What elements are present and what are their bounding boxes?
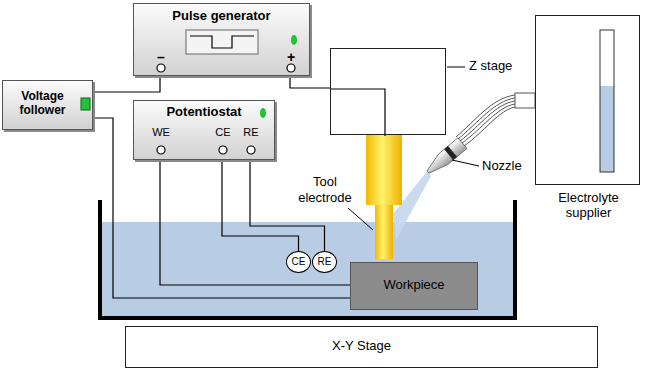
indicator-led: [260, 108, 266, 118]
potentiostat: PotentiostatWE CERE: [133, 100, 275, 160]
tool-electrode-tip: [375, 205, 393, 259]
illustration-part: [456, 95, 515, 137]
pin-label: RE: [238, 126, 264, 139]
node-label: Workpiece: [351, 278, 477, 293]
node-decoration: [331, 49, 445, 134]
wire: [93, 76, 160, 92]
level-gauge: [600, 30, 614, 172]
part-label: Nozzle: [482, 158, 534, 174]
electrolyte-bath: [102, 222, 513, 316]
node-label: Pulse generator: [134, 9, 309, 24]
illustration-part: [464, 107, 515, 146]
pin-label: WE: [148, 126, 174, 139]
terminal: [287, 64, 295, 72]
wire: [222, 160, 299, 251]
leader-line: [447, 67, 465, 68]
voltage-follower: Voltage follower: [2, 80, 93, 130]
indicator-led: [291, 35, 297, 45]
terminal: [247, 146, 255, 154]
hose-port: [515, 93, 535, 108]
node-decoration: [536, 16, 639, 184]
electrolyte-supplier: Electrolyte supplier: [535, 15, 640, 185]
pin-label: +: [284, 49, 298, 65]
reference-electrode: RE: [312, 251, 337, 273]
wire: [290, 76, 330, 88]
node-label: CE: [287, 256, 310, 268]
node-label: Potentiostat: [134, 105, 274, 120]
tank-wall: [100, 200, 515, 318]
tool-electrode-holder: [366, 135, 402, 205]
leader-line: [452, 160, 479, 166]
node-label: X-Y Stage: [126, 339, 597, 354]
pin-label: CE: [210, 126, 236, 139]
terminal: [157, 146, 165, 154]
node-label: Electrolyte supplier: [536, 191, 641, 221]
electrode-wire: [331, 89, 385, 136]
counter-electrode: CE: [286, 251, 311, 273]
wire: [250, 160, 325, 251]
part-label: Tool electrode: [290, 174, 360, 205]
node-label: Z stage: [469, 59, 529, 74]
illustration-part: [424, 138, 467, 178]
illustration-part: [458, 98, 515, 139]
terminal: [219, 146, 227, 154]
pulse-generator: Pulse generator – +: [133, 3, 310, 76]
electrolyte-hose: [456, 95, 515, 146]
z-stage: Z stage: [330, 48, 446, 135]
node-label: Voltage follower: [6, 90, 79, 118]
xy-stage: X-Y Stage: [125, 326, 598, 368]
pulse-waveform: [190, 36, 254, 48]
pin-label: –: [154, 49, 168, 65]
illustration-part: [444, 146, 457, 160]
workpiece: Workpiece: [350, 262, 478, 310]
display-panel: [186, 30, 258, 54]
nozzle-body: [424, 138, 467, 178]
node-label: RE: [313, 256, 336, 268]
leader-line: [348, 208, 373, 230]
level-liquid: [600, 86, 614, 172]
terminal: [157, 64, 165, 72]
indicator-led: [81, 98, 90, 110]
